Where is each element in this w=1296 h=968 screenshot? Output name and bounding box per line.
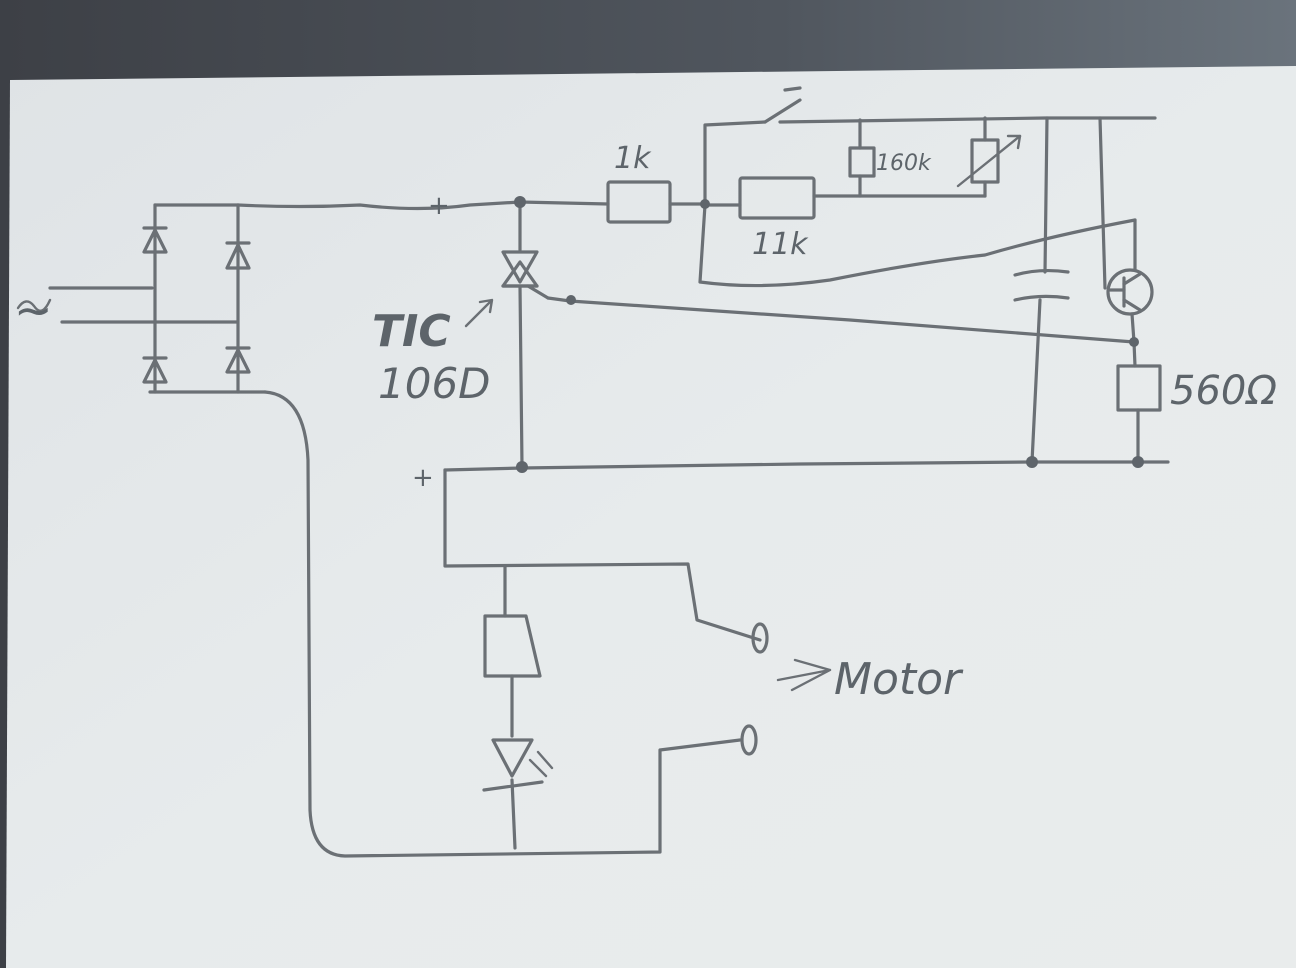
gate-wire — [546, 296, 1136, 344]
diode-symbol — [142, 356, 168, 384]
ac-symbol-label: ~ — [14, 283, 53, 337]
timing-network — [698, 86, 1157, 288]
motor-terminals — [740, 622, 832, 756]
ac-input — [16, 286, 239, 324]
diode-symbol — [142, 226, 168, 254]
positive-rail — [236, 200, 610, 211]
resistor-1k — [606, 180, 707, 224]
triac — [501, 200, 550, 468]
negative-rail — [443, 460, 1170, 472]
plus-label-bottom: + — [412, 463, 434, 493]
motor-label: Motor — [834, 654, 964, 705]
junction-dots — [514, 196, 1144, 473]
plus-label-top: + — [428, 191, 450, 221]
triac-label-line2: 106D — [378, 359, 491, 408]
diode-symbol — [225, 241, 251, 270]
capacitor — [1013, 116, 1070, 464]
resistor-160k-label: 160k — [876, 151, 932, 176]
resistor-11k-label: 11k — [752, 227, 809, 262]
triac-label-line1: TIC — [372, 306, 451, 357]
resistor-560-label: 560Ω — [1170, 368, 1277, 414]
resistor-1k-label: 1k — [614, 141, 652, 176]
paper-sheet — [6, 66, 1296, 968]
triac-label-arrow — [464, 298, 494, 328]
diode-symbol — [225, 346, 251, 374]
load-branch — [263, 390, 762, 858]
bridge-rectifier — [142, 203, 267, 394]
